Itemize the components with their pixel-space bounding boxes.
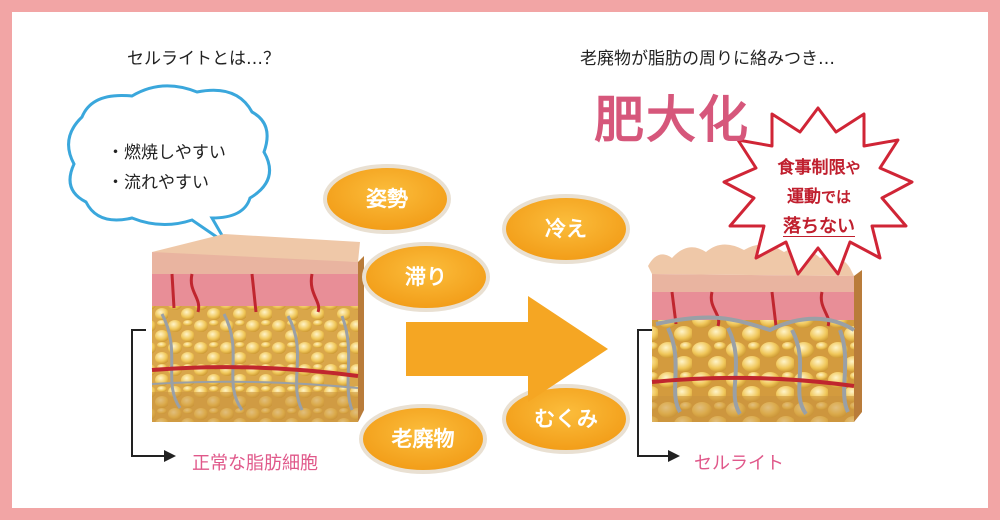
normal-fat-caption: 正常な脂肪細胞 [192, 453, 318, 474]
diagram-canvas [67, 84, 914, 474]
right-heading: 老廃物が脂肪の周りに絡みつき… [580, 49, 835, 69]
cause-pills [323, 164, 630, 474]
cause-pill-4 [359, 404, 487, 474]
cause-label-swelling: むくみ [534, 407, 598, 431]
cause-label-cold: 冷え [545, 217, 587, 241]
starburst [722, 106, 914, 276]
normal-fat-cube-illustration [151, 234, 364, 422]
cause-label-waste: 老廃物 [391, 427, 455, 451]
cellulite-caption: セルライト [694, 453, 784, 474]
burst-text: 食事制限や 運動では 落ちない [744, 154, 894, 242]
right-bracket [637, 329, 668, 457]
burst-line-1-suffix: や [845, 159, 861, 177]
diagram-panel: セルライトとは…？ 老廃物が脂肪の周りに絡みつき… 肥大化 ・燃焼しやすい ・流… [12, 12, 988, 508]
burst-line-3: 落ちない [783, 216, 855, 237]
cause-pill-2 [502, 194, 630, 264]
burst-line-2: 運動 [786, 187, 821, 207]
burst-line-2-suffix: では [820, 188, 851, 206]
left-bracket-arrowhead [164, 450, 176, 462]
cellulite-cube-illustration [648, 244, 862, 422]
right-bracket-arrowhead [668, 450, 680, 462]
cause-pill-3 [362, 242, 490, 312]
cause-label-posture: 姿勢 [366, 187, 408, 211]
left-heading: セルライトとは…？ [127, 49, 280, 69]
bubble-line-2: ・流れやすい [107, 173, 209, 193]
enlargement-title: 肥大化 [594, 91, 750, 149]
cause-pill-1 [323, 164, 451, 234]
bubble-line-1: ・燃焼しやすい [107, 143, 226, 163]
cause-label-stagnation: 滞り [405, 265, 447, 289]
cause-pill-5 [502, 384, 630, 454]
burst-line-1: 食事制限 [777, 158, 846, 178]
thought-bubble [67, 84, 272, 246]
transition-arrow [406, 296, 608, 402]
left-bracket [131, 329, 164, 457]
bubble-text: ・燃焼しやすい ・流れやすい [107, 138, 226, 198]
